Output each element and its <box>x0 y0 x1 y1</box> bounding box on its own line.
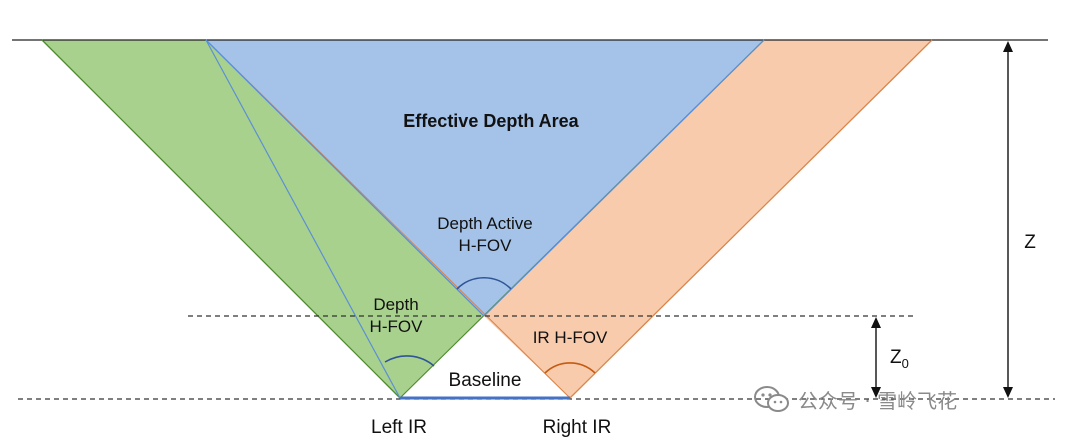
z-arrow-down <box>1003 387 1013 398</box>
active-fov-left-edge <box>205 39 485 317</box>
left-ir-left-edge <box>41 39 401 399</box>
z0-label-subscript: 0 <box>902 356 909 371</box>
z-label: Z <box>1024 232 1036 253</box>
depth-hfov-label-line2: H-FOV <box>370 317 424 336</box>
watermark-text: 公众号 · 雪岭飞花 <box>798 388 958 413</box>
z0-arrow-up <box>871 317 881 328</box>
right-ir-right-edge <box>569 39 933 399</box>
effective-depth-area-label: Effective Depth Area <box>403 111 579 131</box>
z-arrow-up <box>1003 41 1013 52</box>
z0-arrow-down <box>871 387 881 398</box>
ir-hfov-label: IR H-FOV <box>533 328 608 347</box>
depth-hfov-label-line1: Depth <box>373 295 418 314</box>
left-ir-label: Left IR <box>371 417 427 438</box>
depth-active-label-line2: H-FOV <box>459 236 513 255</box>
z0-label: Z0 <box>890 347 909 371</box>
baseline-label: Baseline <box>449 370 522 391</box>
depth-active-label-line1: Depth Active <box>437 214 532 233</box>
ir-fov-arc <box>544 362 596 374</box>
z0-label-main: Z <box>890 347 902 368</box>
depth-active-fov-arc <box>456 276 512 290</box>
wechat-icon <box>754 386 789 412</box>
right-ir-label: Right IR <box>543 417 612 438</box>
depth-fov-arc <box>384 355 435 367</box>
depth-fov-diagonal <box>205 39 401 399</box>
active-fov-right-edge <box>483 39 765 317</box>
watermark: 公众号 · 雪岭飞花 <box>752 384 957 414</box>
effective-depth-area-region <box>206 40 764 316</box>
